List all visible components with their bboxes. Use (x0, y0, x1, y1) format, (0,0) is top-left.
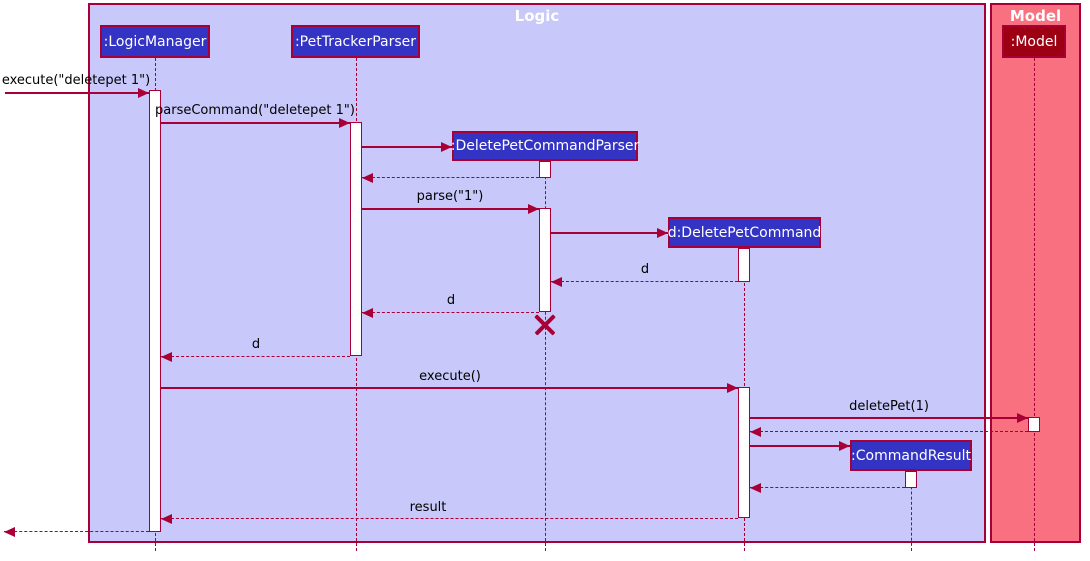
participant-model: :Model (1002, 25, 1066, 58)
command-result-activation (905, 471, 917, 488)
arrowhead-call-delete-pet (1017, 413, 1028, 423)
participant-delete-pet-command-parser: :DeletePetCommandParser (451, 131, 639, 161)
logic-manager-activation (149, 90, 161, 532)
message-line-return-result (161, 518, 738, 519)
message-line-return-from-parser-creation (362, 177, 539, 178)
message-label-call-delete-pet: deletePet(1) (849, 399, 929, 414)
message-line-call-execute-command (161, 387, 738, 389)
message-label-call-parse: parse("1") (416, 189, 484, 204)
participant-logic-manager: :LogicManager (100, 25, 210, 58)
delete-pet-command-parser-activation-2 (539, 208, 551, 312)
message-label-call-execute-command: execute() (419, 369, 481, 384)
lifeline-command-result (911, 471, 912, 551)
frame-title-model: Model (1009, 7, 1062, 25)
arrowhead-call-execute-command (727, 383, 738, 393)
lifeline-model (1034, 58, 1035, 551)
delete-pet-command-activation-2 (738, 387, 750, 518)
participant-command-result: :CommandResult (850, 440, 972, 471)
pet-tracker-parser-activation (350, 122, 362, 356)
message-line-return-d-to-logic-manager (161, 356, 350, 357)
message-line-return-to-caller (4, 531, 149, 532)
arrowhead-create-delete-pet-command (657, 228, 668, 238)
arrowhead-return-d-to-pet-tracker-parser (362, 308, 373, 318)
arrowhead-call-execute-deletepet (138, 88, 149, 98)
arrowhead-return-from-command-result (750, 483, 761, 493)
arrowhead-call-parse (528, 204, 539, 214)
destroy-x-icon (533, 313, 557, 337)
arrowhead-return-d-to-logic-manager (161, 352, 172, 362)
arrowhead-return-from-model (750, 427, 761, 437)
frame-title-logic: Logic (514, 7, 560, 25)
arrowhead-return-d-to-parser (551, 277, 562, 287)
lifeline-delete-pet-command-parser (545, 161, 546, 551)
arrowhead-create-delete-pet-command-parser (441, 142, 452, 152)
message-line-call-parse-command (161, 122, 350, 124)
message-line-call-parse (362, 208, 539, 210)
message-line-return-d-to-pet-tracker-parser (362, 312, 539, 313)
arrowhead-create-command-result (839, 441, 850, 451)
message-line-call-delete-pet (750, 417, 1028, 419)
frame-logic: Logic (88, 3, 986, 543)
arrowhead-call-parse-command (339, 118, 350, 128)
message-line-return-d-to-parser (551, 281, 738, 282)
frame-model: Model (990, 3, 1081, 543)
arrowhead-return-from-parser-creation (362, 173, 373, 183)
model-activation (1028, 417, 1040, 432)
message-label-return-d-to-parser: d (640, 262, 650, 277)
message-label-return-d-to-logic-manager: d (251, 337, 261, 352)
arrowhead-return-result (161, 514, 172, 524)
message-line-return-from-command-result (750, 487, 905, 488)
participant-delete-pet-command: d:DeletePetCommand (668, 217, 821, 248)
message-label-return-result: result (409, 500, 447, 515)
participant-pet-tracker-parser: :PetTrackerParser (291, 25, 420, 58)
message-line-return-from-model (750, 431, 1028, 432)
message-label-return-d-to-pet-tracker-parser: d (446, 293, 456, 308)
message-line-create-delete-pet-command (551, 232, 668, 234)
delete-pet-command-parser-activation-1 (539, 161, 551, 178)
delete-pet-command-activation-1 (738, 248, 750, 282)
message-label-call-execute-deletepet: execute("deletepet 1") (1, 73, 151, 88)
message-line-create-command-result (750, 445, 850, 447)
message-line-call-execute-deletepet (5, 92, 149, 94)
arrowhead-return-to-caller (4, 527, 15, 537)
message-label-call-parse-command: parseCommand("deletepet 1") (155, 103, 355, 118)
message-line-create-delete-pet-command-parser (362, 146, 452, 148)
